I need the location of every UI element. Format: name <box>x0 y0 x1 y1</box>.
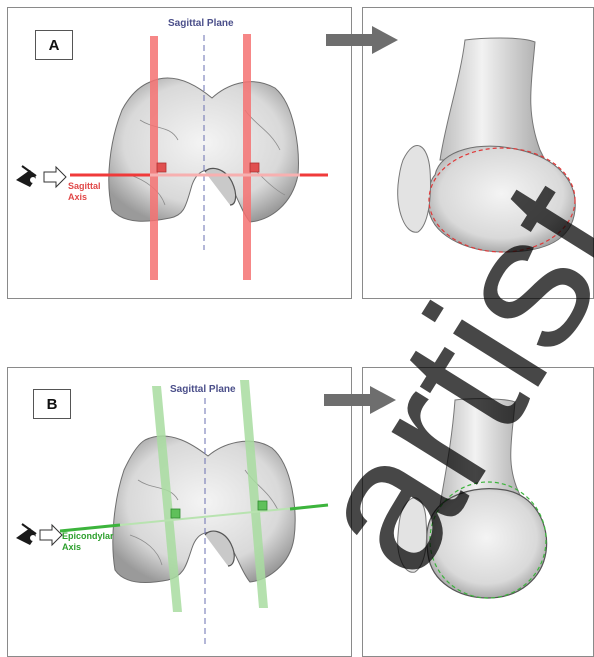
sagittal-plane-bar-medial <box>150 36 158 280</box>
panel-b-plane-title: Sagittal Plane <box>170 384 236 395</box>
transition-arrow-icon-b <box>324 386 396 414</box>
transition-arrow-icon <box>326 26 398 54</box>
view-direction-arrow-icon-b <box>40 525 62 545</box>
femur-side-view-a <box>398 38 576 252</box>
femur-front-view-b <box>113 436 295 583</box>
axis-marker-lateral-a <box>250 163 259 172</box>
axis-label-line-1-b: Epicondylar <box>62 531 114 542</box>
panel-a-label: A <box>35 30 73 60</box>
view-direction-arrow-icon <box>44 167 66 187</box>
axis-label-line-2-b: Axis <box>62 542 114 553</box>
femur-side-view-b <box>398 399 547 598</box>
sagittal-axis-label: Sagittal Axis <box>68 181 101 203</box>
axis-marker-lateral-b <box>258 501 267 510</box>
panel-b-label: B <box>33 389 71 419</box>
axis-label-line-1: Sagittal <box>68 181 101 192</box>
eye-icon <box>16 166 36 187</box>
axis-label-line-2: Axis <box>68 192 101 203</box>
eye-icon-b <box>16 524 36 545</box>
axis-marker-medial-a <box>157 163 166 172</box>
panel-a-plane-title: Sagittal Plane <box>168 18 234 29</box>
epicondylar-axis-line-end <box>290 505 328 509</box>
axis-marker-medial-b <box>171 509 180 518</box>
sagittal-plane-bar-lateral <box>243 34 251 280</box>
epicondylar-axis-label: Epicondylar Axis <box>62 531 114 553</box>
